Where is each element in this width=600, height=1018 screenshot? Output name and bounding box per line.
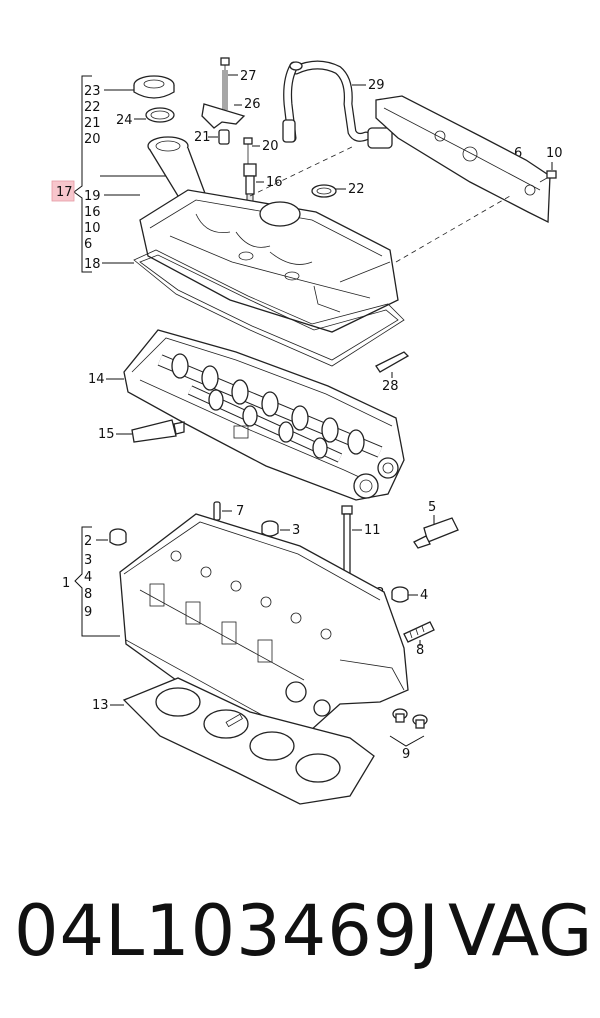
valve-cover-gasket <box>133 249 405 367</box>
callout-21-list: 21 <box>84 116 101 131</box>
callout-17: 17 <box>56 185 73 200</box>
callout-22: 22 <box>348 182 365 197</box>
callout-27: 27 <box>240 69 257 84</box>
callout-26: 26 <box>244 97 261 112</box>
bolt-20 <box>243 137 253 166</box>
camshaft <box>157 353 383 463</box>
callout-7: 7 <box>236 504 244 519</box>
callout-19: 19 <box>84 189 101 204</box>
pin-7 <box>213 501 221 521</box>
callout-10: 10 <box>546 146 563 161</box>
callout-23: 23 <box>84 84 101 99</box>
breather-hose <box>282 60 393 149</box>
sealant-tube-15 <box>131 419 185 443</box>
brand-name: VAG <box>448 890 593 972</box>
callout-11: 11 <box>364 523 381 538</box>
valve-cover <box>139 189 399 333</box>
callout-16-list: 16 <box>84 205 101 220</box>
bracket-26 <box>201 103 246 129</box>
callout-9: 9 <box>402 747 410 762</box>
sensor-16 <box>243 163 257 203</box>
bolt-27 <box>220 57 230 112</box>
stud-8 <box>403 621 435 643</box>
callout-6-list: 6 <box>84 237 92 252</box>
callout-18: 18 <box>84 257 101 272</box>
plug-4 <box>391 586 409 603</box>
seal-22 <box>311 184 337 198</box>
callout-13: 13 <box>92 698 109 713</box>
callout-14: 14 <box>88 372 105 387</box>
callout-22-list: 22 <box>84 100 101 115</box>
callout-16: 16 <box>266 175 283 190</box>
seal-ring <box>145 107 175 123</box>
sealant-tube-5 <box>413 517 459 549</box>
plug-2 <box>109 528 127 546</box>
callout-10-list: 10 <box>84 221 101 236</box>
callout-20-list: 20 <box>84 132 101 147</box>
callout-5: 5 <box>428 500 436 515</box>
oil-filler-cap <box>133 75 175 99</box>
callout-8-list: 8 <box>84 587 92 602</box>
part-number: 04L103469J <box>14 890 440 972</box>
cover-plate <box>375 95 551 224</box>
callout-28: 28 <box>382 379 399 394</box>
callout-1: 1 <box>62 576 70 591</box>
callout-4: 4 <box>420 588 428 603</box>
callout-8: 8 <box>416 643 424 658</box>
parts-exploded-diagram: 17 23 22 21 20 19 16 10 6 18 24 27 26 21 <box>51 57 563 805</box>
callout-24: 24 <box>116 113 133 128</box>
callout-29: 29 <box>368 78 385 93</box>
callout-20: 20 <box>262 139 279 154</box>
oil-filler-neck <box>147 136 207 197</box>
plug-3 <box>261 520 279 537</box>
camshaft-housing <box>123 329 405 501</box>
callout-4-list: 4 <box>84 570 92 585</box>
seal-strip-28 <box>375 351 410 373</box>
callout-3: 3 <box>292 523 300 538</box>
cylinder-head <box>119 513 409 741</box>
callout-21: 21 <box>194 130 211 145</box>
grommet-21 <box>218 129 230 145</box>
callout-2: 2 <box>84 534 92 549</box>
callout-3-list: 3 <box>84 553 92 568</box>
head-gasket <box>122 677 375 805</box>
screw-10 <box>539 170 557 183</box>
highlight-callout-17 <box>51 180 75 202</box>
callout-9-list: 9 <box>84 605 92 620</box>
lower-group-bracket <box>74 526 120 637</box>
callout-6: 6 <box>514 146 522 161</box>
fitting-9 <box>392 708 428 729</box>
callout-15: 15 <box>98 427 115 442</box>
